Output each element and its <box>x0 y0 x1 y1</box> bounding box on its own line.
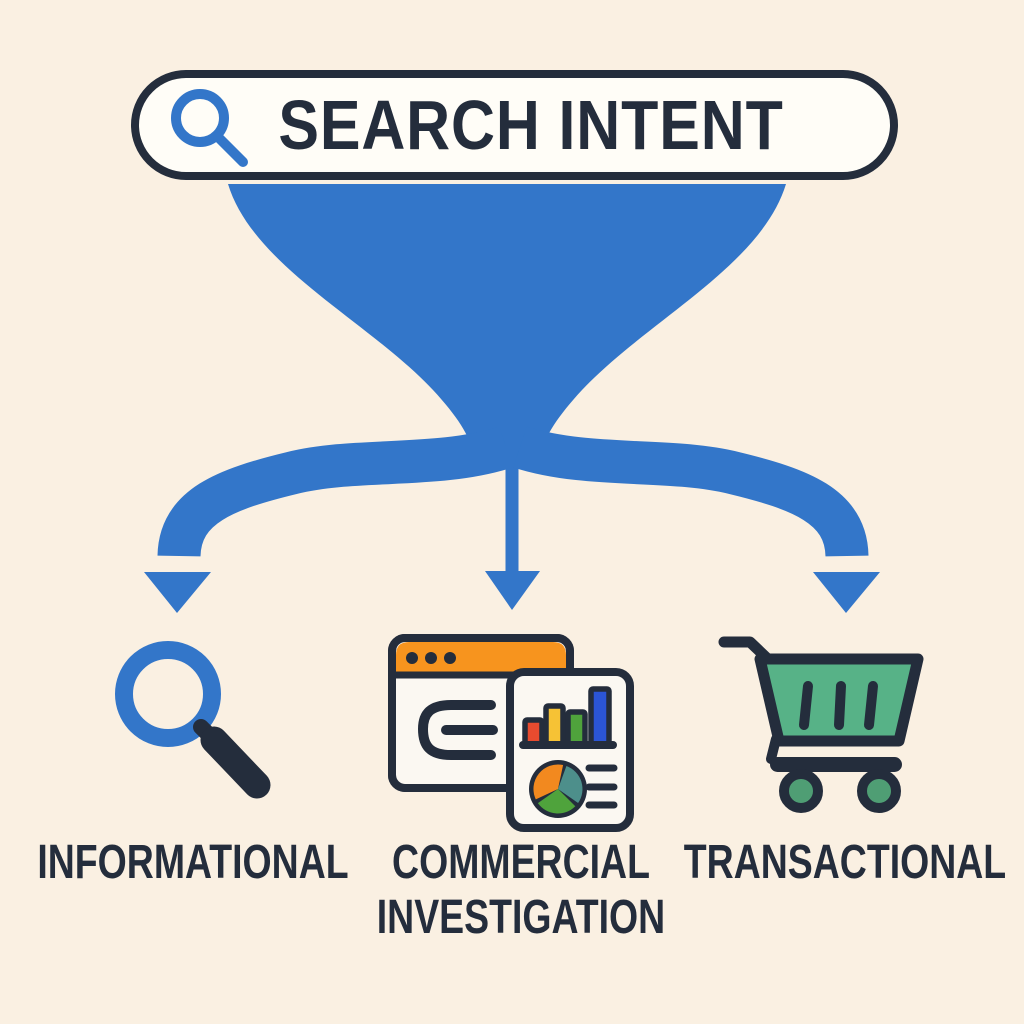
label-commercial-investigation: COMMERCIAL INVESTIGATION <box>376 836 666 944</box>
funnel-shape <box>228 184 786 453</box>
search-bar[interactable] <box>131 70 898 180</box>
analytics-card <box>506 668 634 832</box>
search-bar-text: SEARCH INTENT <box>278 86 784 164</box>
browser-analytics-icon <box>388 634 634 832</box>
search-icon <box>171 89 248 167</box>
arrow-left <box>144 426 513 613</box>
shopping-cart-icon <box>718 636 924 813</box>
bar-chart <box>519 686 617 749</box>
arrow-center <box>485 447 540 610</box>
text-lines <box>585 764 618 809</box>
label-transactional: TRANSACTIONAL <box>683 836 1007 889</box>
pie-chart <box>529 760 587 818</box>
arrow-right <box>513 426 880 613</box>
magnifying-glass-icon <box>115 641 271 799</box>
label-informational: INFORMATIONAL <box>37 836 349 889</box>
